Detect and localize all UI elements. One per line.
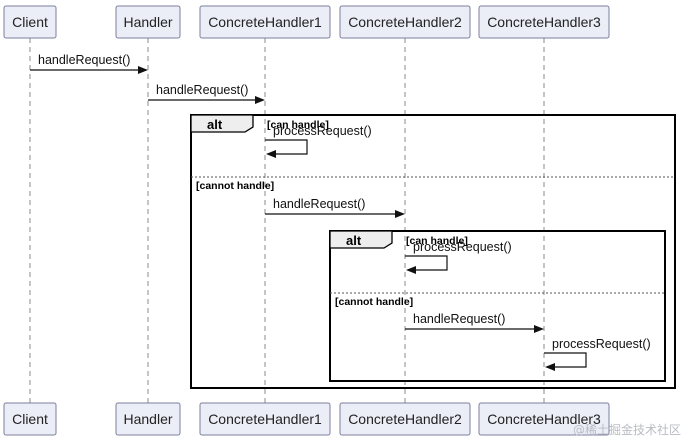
participant-label: Client: [12, 411, 48, 427]
message-label: processRequest(): [552, 337, 651, 351]
arrowhead: [534, 325, 544, 333]
arrowhead: [138, 66, 148, 74]
message-label: processRequest(): [273, 124, 372, 138]
participant-label: Handler: [123, 411, 172, 427]
message-label: handleRequest(): [38, 53, 130, 67]
participant-handler-bottom: Handler: [115, 402, 181, 436]
message-1: handleRequest(): [30, 53, 148, 74]
else-guard-condition: [cannot handle]: [335, 296, 413, 308]
self-message-arrow: [544, 352, 587, 368]
participant-ch1-bottom: ConcreteHandler1: [199, 402, 331, 436]
participant-client-top: Client: [3, 5, 57, 39]
participant-ch2-bottom: ConcreteHandler2: [339, 402, 471, 436]
participant-label: ConcreteHandler3: [487, 411, 601, 427]
participant-handler-top: Handler: [115, 5, 181, 39]
participant-label: Handler: [123, 14, 172, 30]
participant-client-bottom: Client: [3, 402, 57, 436]
self-message-arrow: [265, 139, 308, 155]
message-5: processRequest(): [405, 240, 512, 274]
fragment-keyword: alt: [207, 117, 223, 132]
participant-ch2-top: ConcreteHandler2: [339, 5, 471, 39]
alt-fragment-2: alt [can handle] [cannot handle]: [329, 230, 666, 382]
participant-ch3-bottom: ConcreteHandler3: [478, 402, 610, 436]
message-6: handleRequest(): [405, 312, 544, 333]
participant-label: ConcreteHandler2: [348, 411, 462, 427]
participant-label: ConcreteHandler3: [487, 14, 601, 30]
arrowhead: [545, 363, 555, 371]
participant-ch3-top: ConcreteHandler3: [478, 5, 610, 39]
message-label: handleRequest(): [156, 83, 248, 97]
message-4: handleRequest(): [265, 197, 405, 218]
message-label: handleRequest(): [273, 197, 365, 211]
participant-label: ConcreteHandler2: [348, 14, 462, 30]
participant-ch1-top: ConcreteHandler1: [199, 5, 331, 39]
message-3: processRequest(): [265, 124, 372, 158]
participant-label: ConcreteHandler1: [208, 411, 322, 427]
message-2: handleRequest(): [148, 83, 265, 104]
guard-condition: [can handle]: [267, 119, 329, 131]
arrowhead: [406, 266, 416, 274]
arrowhead: [266, 150, 276, 158]
arrowhead: [395, 210, 405, 218]
else-guard-condition: [cannot handle]: [196, 180, 274, 192]
message-label: handleRequest(): [413, 312, 505, 326]
message-label: processRequest(): [413, 240, 512, 254]
arrowhead: [255, 96, 265, 104]
watermark: @稀土掘金技术社区: [573, 422, 681, 437]
participant-label: ConcreteHandler1: [208, 14, 322, 30]
fragment-keyword: alt: [346, 233, 362, 248]
alt-fragment-1: alt [can handle] [cannot handle]: [190, 114, 676, 389]
guard-condition: [can handle]: [406, 235, 468, 247]
participant-label: Client: [12, 14, 48, 30]
self-message-arrow: [405, 255, 448, 271]
message-7: processRequest(): [544, 337, 651, 371]
